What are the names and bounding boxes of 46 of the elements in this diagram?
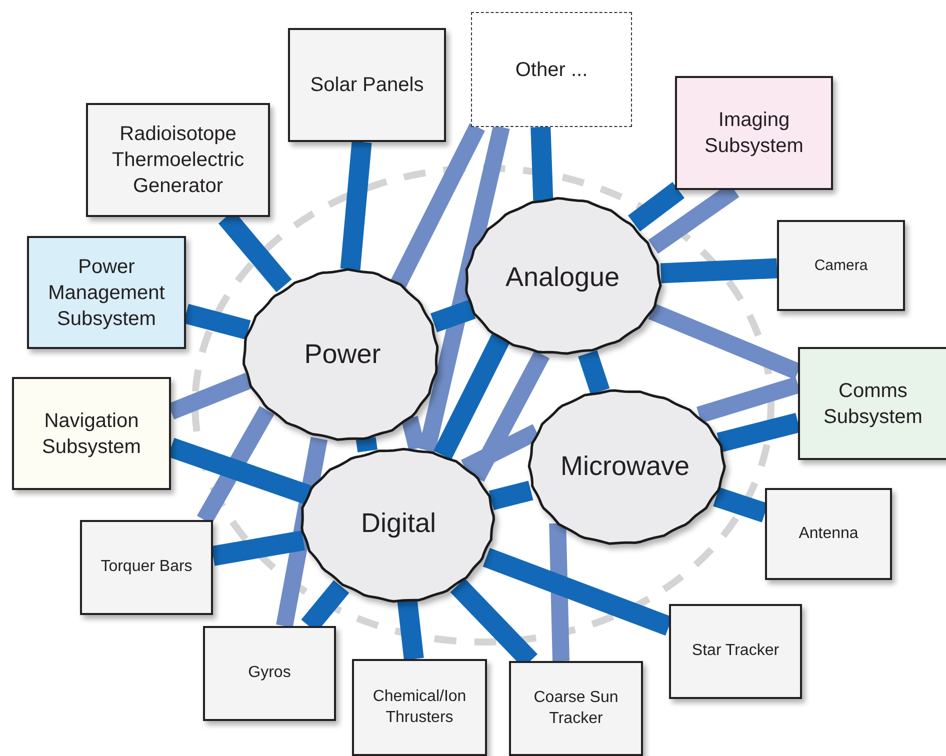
node-label: Other ... bbox=[515, 58, 588, 82]
component-box bbox=[509, 661, 643, 756]
node-label: Solar Panels bbox=[310, 73, 424, 98]
connector-bar bbox=[418, 125, 510, 452]
connector-bar bbox=[488, 480, 534, 510]
connector-bar bbox=[628, 182, 685, 232]
connector-bar bbox=[696, 376, 800, 424]
connector-bar bbox=[430, 300, 476, 332]
connector-bar bbox=[356, 437, 378, 452]
connector-bar bbox=[211, 530, 305, 566]
connector-bar bbox=[340, 141, 372, 270]
component-box bbox=[86, 103, 270, 217]
component-box bbox=[777, 220, 905, 311]
node-label: Gyros bbox=[248, 663, 291, 684]
node-label: Radioisotope Thermoelectric Generator bbox=[110, 122, 246, 199]
node-label: Analogue bbox=[505, 260, 620, 294]
node-label: Digital bbox=[360, 507, 436, 540]
component-box bbox=[471, 12, 632, 127]
component-box bbox=[352, 659, 487, 756]
component-box bbox=[675, 76, 833, 190]
node-label: Torquer Bars bbox=[100, 557, 192, 578]
connector-bar bbox=[433, 334, 510, 460]
node-label: Power Management Subsystem bbox=[47, 254, 166, 332]
component-box bbox=[798, 347, 946, 460]
component-box bbox=[288, 28, 446, 142]
component-box bbox=[669, 604, 802, 699]
node-label: Coarse Sun Tracker bbox=[532, 688, 620, 728]
connector-bar bbox=[397, 600, 424, 660]
component-box bbox=[27, 236, 186, 349]
node-label: Camera bbox=[814, 256, 868, 276]
node-label: Antenna bbox=[798, 524, 858, 544]
connector-bar bbox=[578, 350, 610, 395]
component-box bbox=[203, 626, 336, 721]
connector-bar bbox=[549, 523, 570, 662]
component-box bbox=[765, 488, 892, 580]
node-label: Comms Subsystem bbox=[822, 378, 924, 430]
node-label: Navigation Subsystem bbox=[41, 408, 142, 460]
component-box bbox=[80, 520, 213, 615]
node-label: Microwave bbox=[560, 450, 690, 483]
connector-bar bbox=[716, 412, 800, 452]
node-label: Imaging Subsystem bbox=[704, 108, 804, 159]
node-label: Power bbox=[304, 338, 381, 372]
node-label: Star Tracker bbox=[692, 641, 780, 662]
node-label: Chemical/Ion Thrusters bbox=[372, 686, 468, 728]
component-box bbox=[12, 377, 171, 490]
connector-bar bbox=[276, 437, 328, 628]
